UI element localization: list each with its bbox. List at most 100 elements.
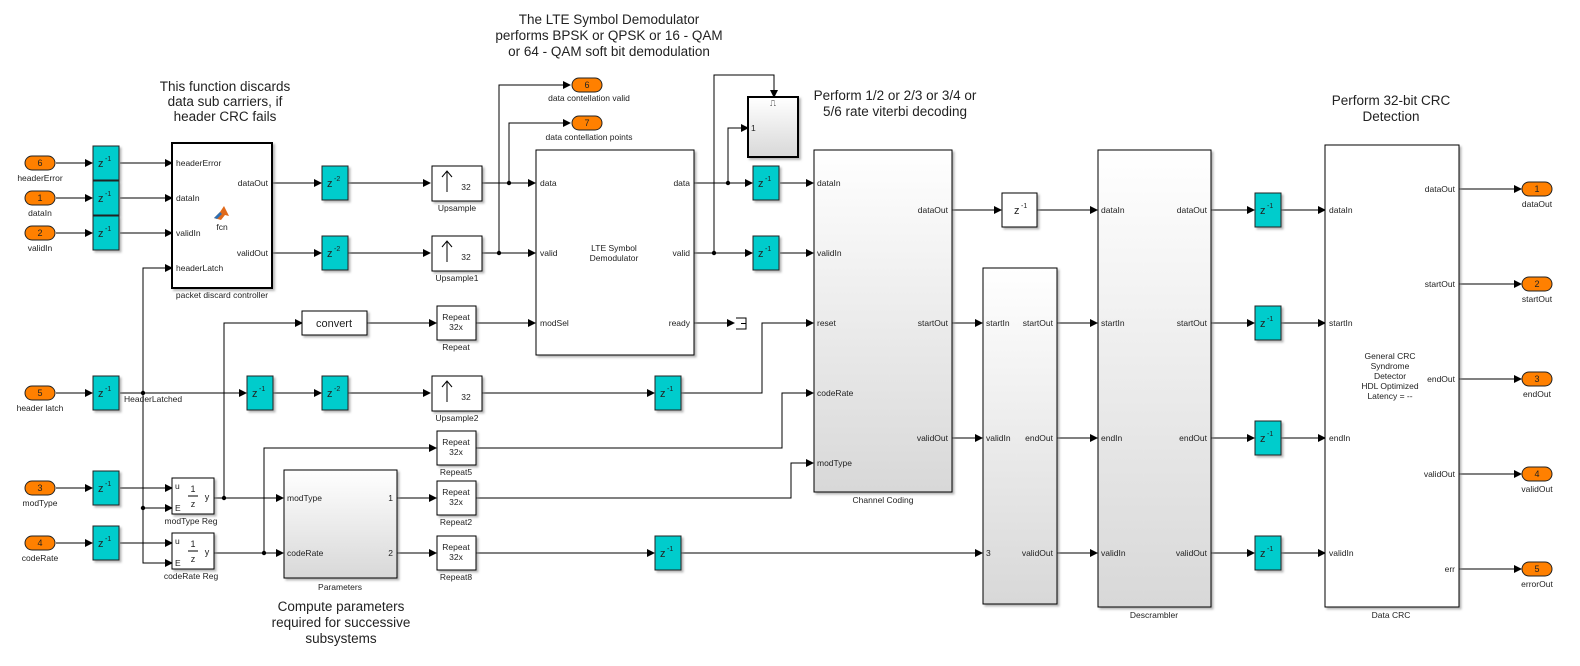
triggered-subsystem[interactable]: ⎍ 1 xyxy=(747,96,799,158)
svg-text:Repeat: Repeat xyxy=(442,437,470,447)
svg-text:-1: -1 xyxy=(105,191,111,198)
svg-text:endOut: endOut xyxy=(1427,374,1456,384)
inport-mod-type[interactable]: 3 modType xyxy=(23,480,58,508)
unit-delay-block[interactable]: z-1 xyxy=(1254,535,1282,571)
svg-text:required for successive: required for successive xyxy=(272,615,411,630)
lte-symbol-demodulator-block[interactable]: data valid modSel data valid ready LTE S… xyxy=(535,149,695,356)
svg-text:z: z xyxy=(1260,548,1266,560)
svg-text:-1: -1 xyxy=(1267,431,1273,438)
unit-delay-block[interactable]: z-1 xyxy=(92,525,120,561)
sync-subsystem[interactable]: startIn validIn 3 startOut endOut validO… xyxy=(982,267,1058,605)
unit-delay-block[interactable]: z-1 xyxy=(246,375,274,411)
svg-text:endIn: endIn xyxy=(1101,433,1123,443)
svg-text:z: z xyxy=(191,499,196,509)
header-latched-signal-label: HeaderLatched xyxy=(124,394,182,404)
unit-delay-block[interactable]: z-1 xyxy=(92,375,120,411)
svg-text:Parameters: Parameters xyxy=(318,582,362,592)
unit-delay-block[interactable]: z-1 xyxy=(654,535,682,571)
unit-delay-block[interactable]: z-1 xyxy=(1254,192,1282,228)
unit-delay-block[interactable]: z-1 xyxy=(752,165,780,201)
svg-text:32x: 32x xyxy=(449,497,463,507)
svg-text:modType: modType xyxy=(817,458,852,468)
svg-text:z: z xyxy=(1260,205,1266,217)
repeat5-block[interactable]: Repeat 32x Repeat5 xyxy=(436,430,477,477)
svg-text:dataOut: dataOut xyxy=(238,178,269,188)
svg-text:1: 1 xyxy=(37,193,42,203)
unit-delay-white[interactable]: z -1 xyxy=(1001,192,1038,228)
svg-text:dataIn: dataIn xyxy=(1329,205,1353,215)
unit-delay-block[interactable]: z-1 xyxy=(654,375,682,411)
svg-text:32: 32 xyxy=(461,252,471,262)
parameters-subsystem[interactable]: modType codeRate 1 2 Parameters xyxy=(283,469,398,592)
upsample1-block[interactable]: 32 Upsample1 xyxy=(431,235,483,283)
svg-text:validIn: validIn xyxy=(817,248,842,258)
coderate-reg-block[interactable]: u E 1 z y codeRate Reg xyxy=(164,532,219,581)
svg-text:errorOut: errorOut xyxy=(1521,579,1553,589)
repeat8-block[interactable]: Repeat 32x Repeat8 xyxy=(436,535,477,582)
svg-text:modType: modType xyxy=(23,498,58,508)
inport-data-in[interactable]: 1 dataIn xyxy=(24,190,56,218)
unit-delay-block[interactable]: z-1 xyxy=(92,145,120,181)
upsample-block[interactable]: 32 Upsample xyxy=(431,165,483,213)
svg-text:Latency = --: Latency = -- xyxy=(1367,391,1412,401)
svg-text:-1: -1 xyxy=(105,481,111,488)
unit-delay-block[interactable]: z-1 xyxy=(92,180,120,216)
svg-text:header latch: header latch xyxy=(17,403,64,413)
outport-start-out[interactable]: 2 startOut xyxy=(1521,276,1553,304)
svg-text:headerError: headerError xyxy=(17,173,63,183)
svg-text:data contellation valid: data contellation valid xyxy=(548,93,630,103)
data-crc-block[interactable]: dataIn startIn endIn validIn dataOut sta… xyxy=(1324,144,1460,620)
inport-valid-in[interactable]: 2 validIn xyxy=(24,225,56,253)
unit-delay-block[interactable]: z-2 xyxy=(321,165,349,201)
unit-delay-block[interactable]: z-1 xyxy=(752,235,780,271)
svg-text:z: z xyxy=(191,554,196,564)
upsample2-block[interactable]: 32 Upsample2 xyxy=(431,375,483,423)
svg-text:Data CRC: Data CRC xyxy=(1372,610,1411,620)
svg-text:z: z xyxy=(327,388,333,400)
descrambler-subsystem[interactable]: dataIn startIn endIn validIn dataOut sta… xyxy=(1097,149,1212,620)
svg-text:Detection: Detection xyxy=(1362,109,1419,124)
inport-header-latch[interactable]: 5 header latch xyxy=(17,385,64,413)
svg-text:Repeat: Repeat xyxy=(442,487,470,497)
svg-text:data contellation points: data contellation points xyxy=(546,132,633,142)
outport-error-out[interactable]: 5 errorOut xyxy=(1521,561,1553,589)
svg-text:-1: -1 xyxy=(1267,316,1273,323)
svg-text:u: u xyxy=(175,481,180,491)
svg-text:performs BPSK or QPSK or 16 -: performs BPSK or QPSK or 16 - QAM xyxy=(495,28,722,43)
svg-text:z: z xyxy=(98,193,104,205)
svg-text:reset: reset xyxy=(817,318,837,328)
unit-delay-block[interactable]: z-1 xyxy=(92,215,120,251)
svg-text:-1: -1 xyxy=(105,386,111,393)
inport-header-error[interactable]: 6 headerError xyxy=(17,155,63,183)
svg-text:endOut: endOut xyxy=(1179,433,1208,443)
outport-end-out[interactable]: 3 endOut xyxy=(1521,371,1553,399)
repeat-block[interactable]: Repeat 32x Repeat xyxy=(436,305,477,352)
svg-text:6: 6 xyxy=(37,158,42,168)
svg-text:codeRate: codeRate xyxy=(287,548,324,558)
convert-block[interactable]: convert xyxy=(301,310,368,336)
svg-text:1: 1 xyxy=(190,539,195,549)
unit-delay-block[interactable]: z-2 xyxy=(321,375,349,411)
svg-text:2: 2 xyxy=(37,228,42,238)
svg-text:endOut: endOut xyxy=(1025,433,1054,443)
channel-coding-subsystem[interactable]: dataIn validIn reset codeRate modType da… xyxy=(813,149,953,505)
svg-text:3: 3 xyxy=(986,548,991,558)
unit-delay-block[interactable]: z-1 xyxy=(1254,420,1282,456)
modtype-reg-block[interactable]: u E 1 z y modType Reg xyxy=(165,477,218,526)
svg-text:z: z xyxy=(758,248,764,260)
unit-delay-block[interactable]: z-2 xyxy=(321,235,349,271)
outport-constellation-points[interactable]: 7 data contellation points xyxy=(546,115,633,142)
svg-text:6: 6 xyxy=(584,80,589,90)
outport-constellation-valid[interactable]: 6 data contellation valid xyxy=(548,77,630,103)
unit-delay-block[interactable]: z-1 xyxy=(1254,305,1282,341)
inport-code-rate[interactable]: 4 codeRate xyxy=(22,535,59,563)
repeat2-block[interactable]: Repeat 32x Repeat2 xyxy=(436,480,477,527)
terminator-block[interactable] xyxy=(736,317,747,330)
packet-discard-controller-block[interactable]: headerError dataIn validIn headerLatch d… xyxy=(171,142,273,300)
unit-delay-block[interactable]: z-1 xyxy=(92,470,120,506)
outport-valid-out[interactable]: 4 validOut xyxy=(1521,466,1553,494)
svg-text:Upsample: Upsample xyxy=(438,203,477,213)
svg-text:General CRC: General CRC xyxy=(1364,351,1415,361)
outport-data-out[interactable]: 1 dataOut xyxy=(1521,181,1553,209)
signal-lines xyxy=(56,74,1522,573)
